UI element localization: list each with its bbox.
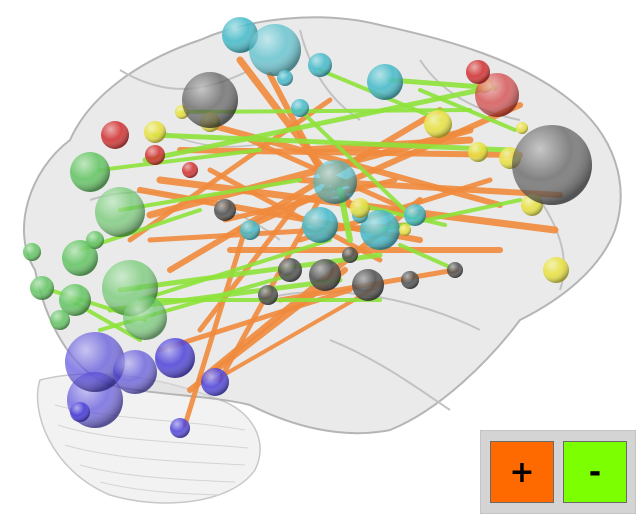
red-node-45: [182, 162, 198, 178]
green-node-13: [123, 296, 167, 340]
blue-node-3: [155, 338, 195, 378]
gray-node-55: [342, 247, 358, 263]
red-node-43: [101, 121, 129, 149]
red-node-42: [466, 60, 490, 84]
cyan-node-28: [240, 220, 260, 240]
gray-node-54: [401, 271, 419, 289]
cyan-node-25: [291, 99, 309, 117]
yellow-node-35: [543, 257, 569, 283]
gray-node-49: [278, 258, 302, 282]
cyan-node-20: [367, 64, 403, 100]
positive-legend-label: +: [509, 455, 534, 490]
yellow-node-29: [144, 121, 166, 143]
cyan-node-21: [313, 160, 357, 204]
yellow-node-31: [424, 110, 452, 138]
edge-sign-legend: + -: [480, 430, 636, 514]
red-node-44: [145, 145, 165, 165]
cyan-node-23: [404, 204, 426, 226]
cyan-node-19: [308, 53, 332, 77]
yellow-node-32: [468, 142, 488, 162]
yellow-node-36: [350, 198, 370, 218]
yellow-node-39: [516, 122, 528, 134]
gray-node-47: [512, 125, 592, 205]
green-node-7: [30, 276, 54, 300]
gray-node-50: [352, 269, 384, 301]
yellow-node-40: [399, 224, 411, 236]
blue-node-4: [201, 368, 229, 396]
green-node-9: [95, 187, 145, 237]
gray-node-48: [309, 259, 341, 291]
cyan-node-24: [302, 207, 338, 243]
blue-node-6: [70, 402, 90, 422]
gray-node-51: [258, 285, 278, 305]
gray-node-53: [447, 262, 463, 278]
green-node-14: [23, 243, 41, 261]
positive-edge-legend: +: [490, 441, 554, 503]
blue-node-5: [170, 418, 190, 438]
green-node-16: [50, 310, 70, 330]
blue-node-2: [113, 350, 157, 394]
cyan-node-18: [249, 24, 301, 76]
cyan-node-27: [277, 70, 293, 86]
gray-node-46: [182, 72, 238, 128]
negative-edge-legend: -: [563, 441, 627, 503]
negative-legend-label: -: [589, 455, 601, 490]
green-node-15: [86, 231, 104, 249]
gray-node-52: [214, 199, 236, 221]
green-node-10: [70, 152, 110, 192]
